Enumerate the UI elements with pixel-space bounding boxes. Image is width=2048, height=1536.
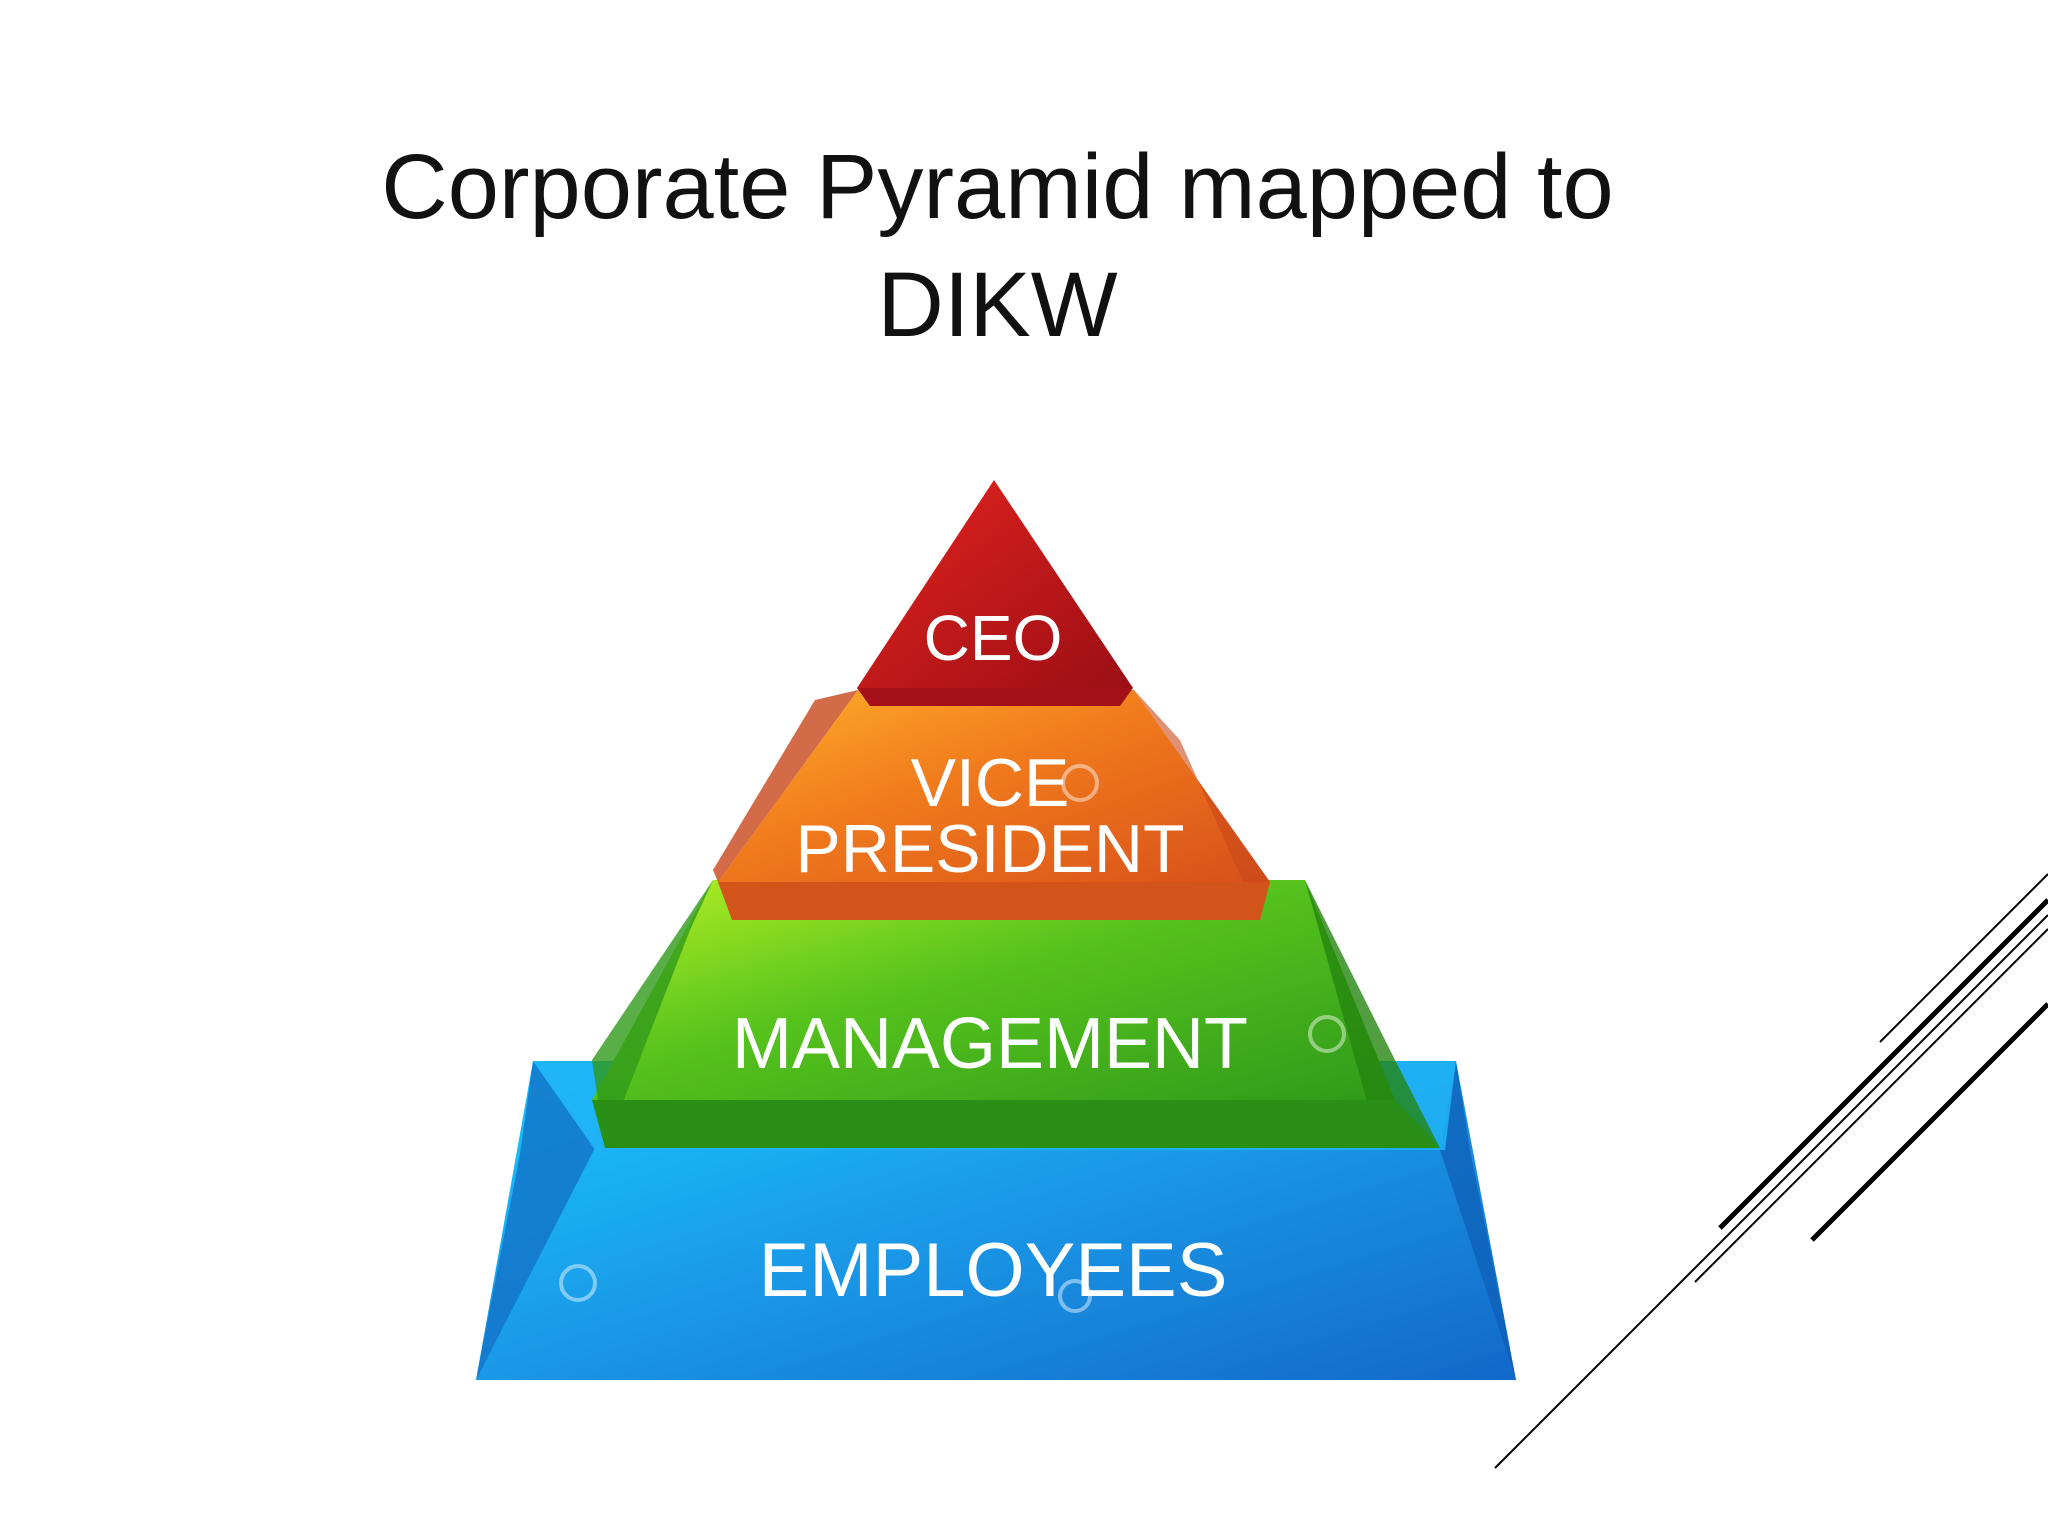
tier-employees-left-side bbox=[476, 1061, 595, 1380]
slide-title-line-2: DIKW bbox=[877, 254, 1118, 356]
watermark-marks bbox=[559, 764, 1346, 1313]
corner-decoration bbox=[1494, 873, 2048, 1469]
tier-ceo-base bbox=[857, 688, 1133, 706]
slide-title: Corporate Pyramid mapped to DIKW bbox=[0, 128, 1995, 364]
slide-title-line-1: Corporate Pyramid mapped to bbox=[381, 136, 1614, 238]
tier-vice-president-left-side bbox=[713, 690, 858, 882]
tier-management-base bbox=[592, 1100, 1440, 1148]
tier-employees-right-side bbox=[1440, 1061, 1516, 1380]
decor-line bbox=[1879, 873, 2048, 1043]
pyramid-tier-vice-president: VICE PRESIDENT bbox=[713, 690, 1270, 920]
watermark-swirl-icon bbox=[1061, 764, 1099, 802]
tier-employees-label: EMPLOYEES bbox=[759, 1228, 1228, 1313]
tier-ceo-face bbox=[857, 480, 1133, 688]
tier-vice-president-label-line-2: PRESIDENT bbox=[795, 811, 1184, 887]
tier-management-face bbox=[592, 880, 1395, 1100]
tier-management-left-side bbox=[592, 880, 713, 1148]
decor-line bbox=[1810, 1002, 2048, 1242]
watermark-swirl-icon bbox=[1308, 1015, 1346, 1053]
tier-ceo-label: CEO bbox=[924, 602, 1063, 674]
tier-vice-president-label-line-1: VICE bbox=[911, 745, 1070, 821]
pyramid-tier-ceo: CEO bbox=[857, 480, 1133, 706]
decor-line bbox=[1718, 898, 2048, 1230]
tier-vice-president-right-side bbox=[1134, 690, 1270, 920]
watermark-swirl-icon bbox=[559, 1264, 597, 1302]
tier-management-label: MANAGEMENT bbox=[732, 1004, 1248, 1084]
watermark-swirl-icon bbox=[1058, 1279, 1092, 1313]
tier-vice-president-face bbox=[718, 690, 1270, 882]
decor-line bbox=[1694, 928, 2048, 1283]
tier-management-right-side bbox=[1305, 880, 1440, 1148]
pyramid-tier-management: MANAGEMENT bbox=[592, 880, 1440, 1148]
decor-line bbox=[1494, 914, 2048, 1469]
tier-vice-president-base bbox=[718, 882, 1270, 920]
